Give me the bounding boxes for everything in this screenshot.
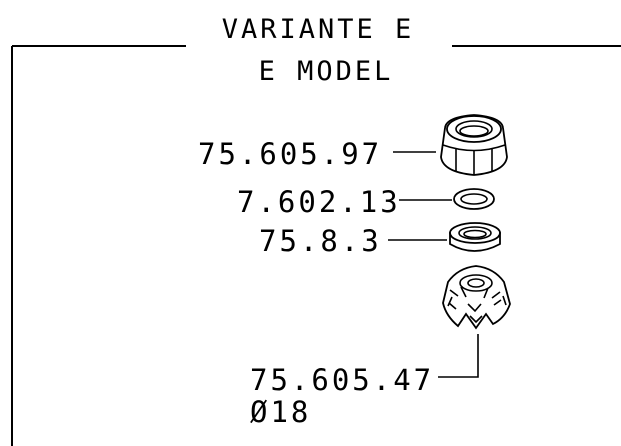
frame <box>11 45 621 446</box>
title-line-1: VARIANTE E <box>222 14 415 45</box>
o-ring-icon <box>453 188 495 210</box>
part-code-2: 7.602.13 <box>237 185 401 219</box>
part-code-3: 75.8.3 <box>259 224 382 258</box>
nut-icon <box>440 114 508 176</box>
title-line-2: E MODEL <box>259 56 394 87</box>
cap-nut-icon <box>442 265 511 330</box>
compression-ring-icon <box>449 222 501 252</box>
part-code-1: 75.605.97 <box>198 137 382 171</box>
leader-line-4 <box>438 334 479 378</box>
diameter-label: Ø18 <box>250 395 311 429</box>
part-code-4: 75.605.47 <box>250 363 434 397</box>
